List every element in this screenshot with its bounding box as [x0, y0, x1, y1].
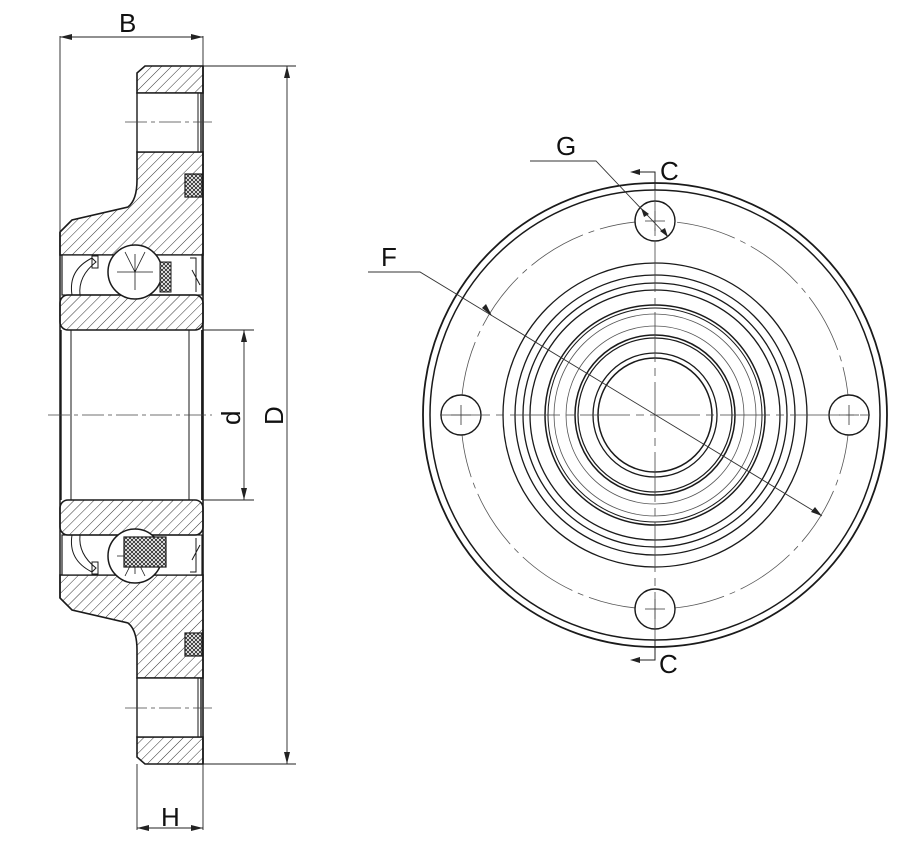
label-G: G — [556, 131, 576, 161]
bolt-hole-top — [136, 92, 202, 153]
section-label-top: C — [660, 156, 679, 186]
dimensions — [59, 34, 296, 831]
dim-label-B: B — [119, 8, 136, 38]
cage-top — [159, 261, 172, 293]
section-marks — [630, 169, 656, 663]
grease-fitting-top — [184, 173, 203, 198]
leader-F — [368, 271, 823, 517]
housing-bottom-section — [136, 736, 204, 765]
label-F: F — [381, 242, 397, 272]
dim-label-D: D — [259, 406, 289, 425]
cage-bottom — [123, 536, 167, 568]
bolt-hole-bottom — [136, 677, 202, 738]
section-label-bottom: C — [659, 649, 678, 679]
grease-fitting-bottom — [184, 632, 203, 657]
housing-top-section — [136, 65, 204, 94]
section-view — [48, 65, 212, 765]
dim-label-H: H — [161, 802, 180, 832]
dim-label-d: d — [216, 411, 246, 425]
inner-ring-top — [59, 294, 204, 331]
front-view — [422, 172, 888, 658]
leader-G — [530, 160, 669, 238]
